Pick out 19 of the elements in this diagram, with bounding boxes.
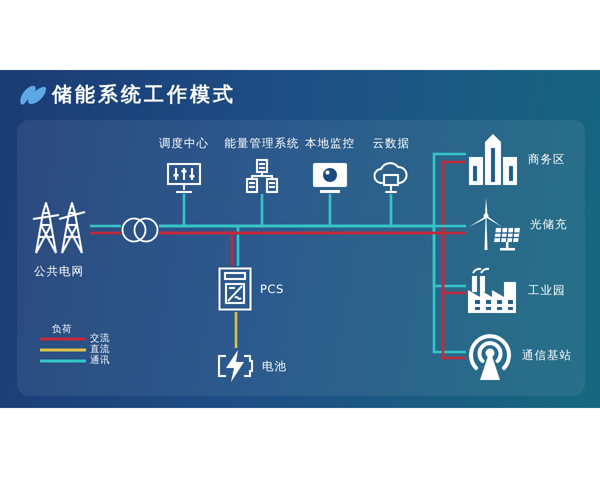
connector-line — [234, 312, 238, 348]
node-label: 能量管理系统 — [224, 136, 300, 150]
node-label: 商务区 — [528, 152, 566, 166]
node-label: PCS — [260, 282, 284, 296]
title: 储能系统工作模式 — [52, 81, 236, 107]
legend-label: 交流 — [90, 333, 110, 344]
connector-line — [90, 232, 121, 234]
node-label: 通信基站 — [522, 348, 572, 362]
node-label: 光储充 — [530, 217, 568, 231]
node-label: 电池 — [262, 359, 287, 373]
legend-label: 通讯 — [90, 355, 110, 366]
legend-label: 直流 — [90, 344, 110, 355]
connector-line — [90, 224, 121, 228]
node-label: 调度中心 — [159, 136, 209, 150]
node-label: 云数据 — [372, 136, 410, 150]
node-label: 公共电网 — [34, 264, 84, 278]
node-label: 本地监控 — [305, 136, 355, 150]
legend-heading: 负荷 — [52, 324, 72, 335]
node-label: 工业园 — [528, 283, 566, 297]
